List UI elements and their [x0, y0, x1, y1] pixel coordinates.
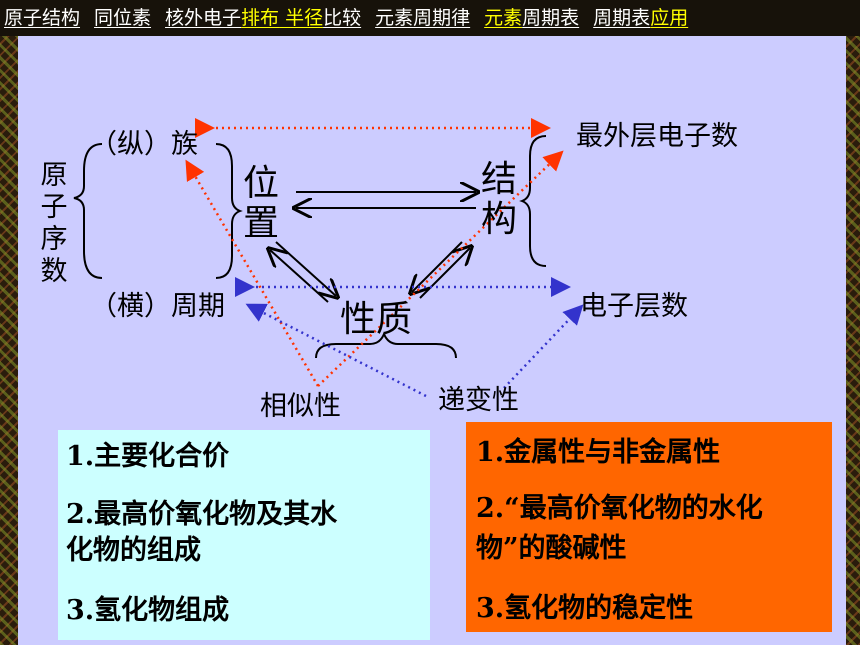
slide-canvas: （纵）族 （横）周期 原子序数 位置 结构 性质 最外层电子数 电子层数 相似性… [18, 36, 846, 645]
box-left-item: 2.最高价氧化物及其水 [66, 499, 338, 530]
info-box-similarity: 1.主要化合价 2.最高价氧化物及其水 化物的组成 3.氢化物组成 [58, 430, 430, 640]
info-box-gradation: 1.金属性与非金属性 2.“最高价氧化物的水化 物”的酸碱性 3.氢化物的稳定性 [466, 422, 832, 632]
nav-link-text: 同位素 [94, 7, 152, 29]
box-right-item: 2.“最高价氧化物的水化 [476, 493, 763, 524]
box-right-item: 1.金属性与非金属性 [476, 437, 721, 468]
box-left-item: 1.主要化合价 [66, 441, 230, 472]
nav-link-text: 周期表 [522, 7, 580, 29]
label-period: （横）周期 [90, 291, 225, 322]
label-gradation: 递变性 [438, 385, 519, 416]
label-electron-shells: 电子层数 [580, 291, 688, 322]
blue-dotted-gradation-shells [503, 304, 584, 389]
nav-link-text: 原子结构 [4, 7, 81, 29]
nav-link-electron-config[interactable]: 核外电子排布 半径比较 [165, 0, 361, 36]
nav-link-periodic-law[interactable]: 元素周期律 [375, 0, 470, 36]
box-left-item: 化物的组成 [66, 535, 201, 566]
label-group: （纵）族 [90, 129, 198, 160]
brace-structure [519, 135, 547, 267]
arrow-structure-to-properties [412, 241, 463, 292]
brace-properties [315, 331, 457, 359]
brace-position [215, 143, 243, 279]
nav-link-periodic-table[interactable]: 元素周期表 [484, 0, 579, 36]
box-right-item: 物”的酸碱性 [476, 533, 627, 564]
brace-atomic-number [73, 143, 103, 279]
label-position: 位置 [242, 163, 279, 244]
nav-link-table-application[interactable]: 周期表应用 [593, 0, 688, 36]
arrow-properties-to-structure [419, 248, 470, 299]
nav-link-text: 比较 [323, 7, 362, 29]
label-atomic-number: 原子序数 [40, 160, 68, 287]
label-properties: 性质 [340, 299, 413, 340]
box-left-item: 3.氢化物组成 [66, 595, 230, 626]
nav-link-text: 核外电子 [165, 7, 242, 29]
red-dotted-similarity-outer [317, 150, 564, 387]
nav-link-text: 应用 [650, 7, 689, 29]
nav-link-text: 排布 [241, 7, 280, 29]
diagram-lines [73, 118, 584, 398]
box-right-item: 3.氢化物的稳定性 [476, 593, 694, 624]
red-dotted-similarity-zu [185, 159, 320, 387]
arrow-properties-to-position [270, 250, 329, 303]
nav-link-atomic-structure[interactable]: 原子结构 [4, 0, 80, 36]
nav-link-text: 周期表 [593, 7, 651, 29]
label-structure: 结构 [480, 159, 517, 240]
top-nav-bar: 原子结构 同位素 核外电子排布 半径比较 元素周期律 元素周期表 周期表应用 [0, 0, 860, 36]
nav-link-text: 半径 [279, 7, 324, 29]
nav-link-text: 元素 [484, 7, 523, 29]
label-similarity: 相似性 [260, 391, 341, 422]
nav-link-isotopes[interactable]: 同位素 [94, 0, 151, 36]
nav-link-text: 元素周期律 [375, 7, 471, 29]
label-outer-electrons: 最外层电子数 [576, 121, 738, 152]
